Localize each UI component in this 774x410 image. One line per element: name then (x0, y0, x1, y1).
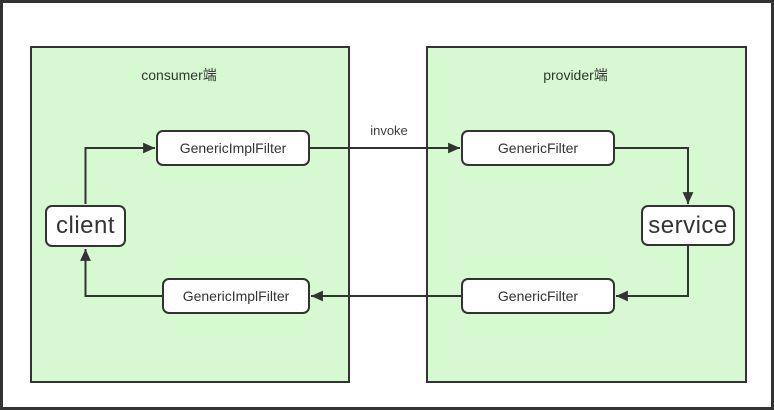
node-generic-impl-filter-top: GenericImplFilter (156, 130, 310, 166)
edge-genericimplfilter-bottom-to-client (80, 249, 162, 297)
edge-service-to-genericfilter-bottom (616, 246, 689, 302)
node-client: client (45, 205, 126, 247)
node-service: service (641, 205, 735, 246)
invoke-edge-label: invoke (370, 123, 408, 138)
provider-panel-title: provider端 (543, 67, 608, 83)
node-generic-filter-bottom: GenericFilter (461, 278, 615, 314)
edge-client-to-genericimplfilter (84, 142, 155, 204)
edge-genericfilter-to-service (615, 147, 694, 204)
consumer-panel-title: consumer端 (141, 67, 217, 83)
edges-layer (80, 142, 694, 302)
node-generic-impl-filter-bottom: GenericImplFilter (162, 278, 310, 314)
node-generic-filter-top: GenericFilter (461, 130, 615, 166)
